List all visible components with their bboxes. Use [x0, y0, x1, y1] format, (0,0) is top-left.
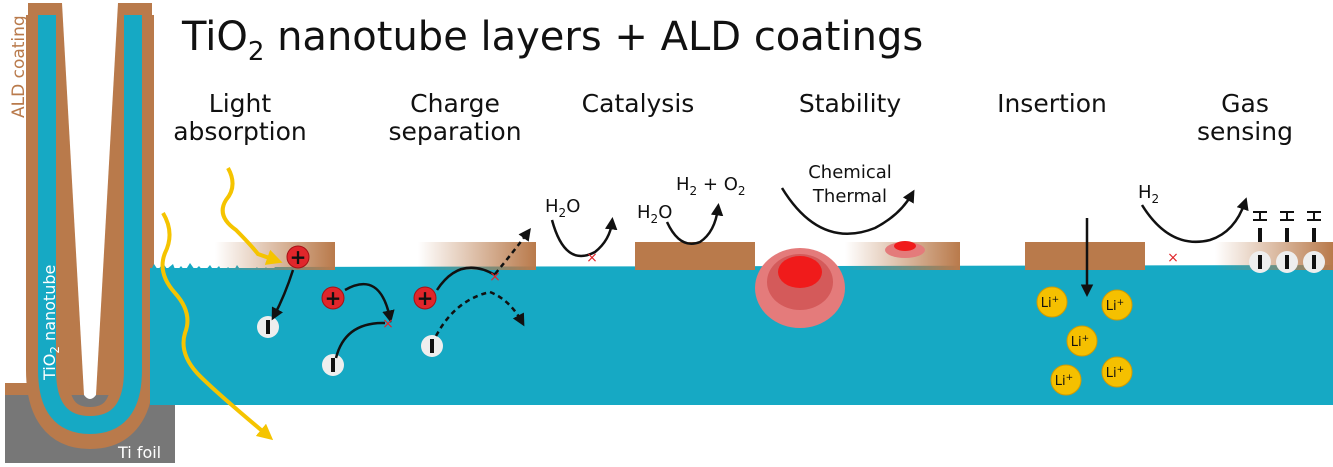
charge-carriers: + + + × × — [257, 227, 531, 376]
label-charge-separation-2: separation — [388, 117, 521, 146]
svg-text:+: + — [1320, 228, 1328, 239]
label-gas-sensing-2: sensing — [1197, 117, 1293, 146]
light-ray-icon — [220, 167, 283, 265]
page-title: TiO2 nanotube layers + ALD coatings — [181, 14, 923, 67]
svg-text:+: + — [1266, 228, 1274, 239]
ald-block — [215, 242, 335, 270]
adsorbed-h-icon: + — [1249, 211, 1274, 273]
ald-block — [1025, 242, 1145, 270]
label-light-absorption-1: Light — [209, 89, 272, 118]
stability-chemical: Chemical — [808, 162, 892, 183]
li-ion-icon: Li+ — [1101, 356, 1133, 388]
lithium-ions: Li+ Li+ Li+ Li+ Li+ — [1036, 286, 1133, 396]
nanotube-label: TiO2 nanotube — [40, 265, 62, 381]
li-ion-icon: Li+ — [1036, 286, 1068, 318]
nanotube-illustration: ALD coating TiO2 nanotube Ti foil — [5, 3, 175, 463]
li-ion-icon: Li+ — [1066, 325, 1098, 357]
svg-text:Li+: Li+ — [1055, 373, 1073, 389]
svg-text:×: × — [586, 250, 598, 266]
label-stability: Stability — [799, 89, 902, 118]
svg-text:+: + — [325, 286, 342, 310]
hole-icon: + — [321, 286, 345, 310]
ti-foil-label: Ti foil — [117, 443, 161, 462]
label-catalysis: Catalysis — [582, 89, 695, 118]
h2-label: H2 — [1138, 182, 1159, 206]
adsorbed-h-icon: + — [1276, 211, 1301, 273]
svg-text:×: × — [1167, 250, 1179, 266]
h2o-label: H2O — [637, 202, 672, 226]
products-label: H2 + O2 — [676, 174, 746, 198]
section-labels: Light absorption Charge separation Catal… — [173, 89, 1293, 146]
svg-text:Li+: Li+ — [1041, 295, 1059, 311]
li-ion-icon: Li+ — [1101, 289, 1133, 321]
adsorbed-h-icon: + — [1303, 211, 1328, 273]
adsorbed-hydrogen: + + + — [1249, 211, 1328, 273]
svg-text:+: + — [1293, 228, 1301, 239]
label-light-absorption-2: absorption — [173, 117, 307, 146]
tio2-layer — [150, 263, 1333, 405]
electron-icon — [421, 335, 443, 357]
li-ion-icon: Li+ — [1050, 364, 1082, 396]
svg-text:Li+: Li+ — [1106, 365, 1124, 381]
svg-text:×: × — [382, 316, 394, 332]
hole-icon: + — [286, 245, 310, 269]
svg-text:+: + — [290, 245, 307, 269]
svg-text:×: × — [489, 269, 501, 285]
electron-icon — [257, 316, 279, 338]
label-insertion: Insertion — [997, 89, 1107, 118]
degradation-spots — [755, 241, 925, 328]
label-gas-sensing-1: Gas — [1221, 89, 1269, 118]
hole-icon: + — [413, 286, 437, 310]
ald-block — [418, 242, 536, 270]
svg-text:Li+: Li+ — [1106, 298, 1124, 314]
stability-thermal: Thermal — [812, 186, 887, 207]
light-ray-icon — [160, 211, 274, 441]
svg-text:Li+: Li+ — [1071, 334, 1089, 350]
tio2-tube — [38, 15, 142, 435]
label-charge-separation-1: Charge — [410, 89, 500, 118]
h2o-label: H2O — [545, 196, 580, 220]
electron-icon — [322, 354, 344, 376]
svg-text:+: + — [417, 286, 434, 310]
tube-pore — [62, 3, 118, 399]
ald-block — [635, 242, 755, 270]
ald-coating-label: ALD coating — [9, 15, 29, 118]
